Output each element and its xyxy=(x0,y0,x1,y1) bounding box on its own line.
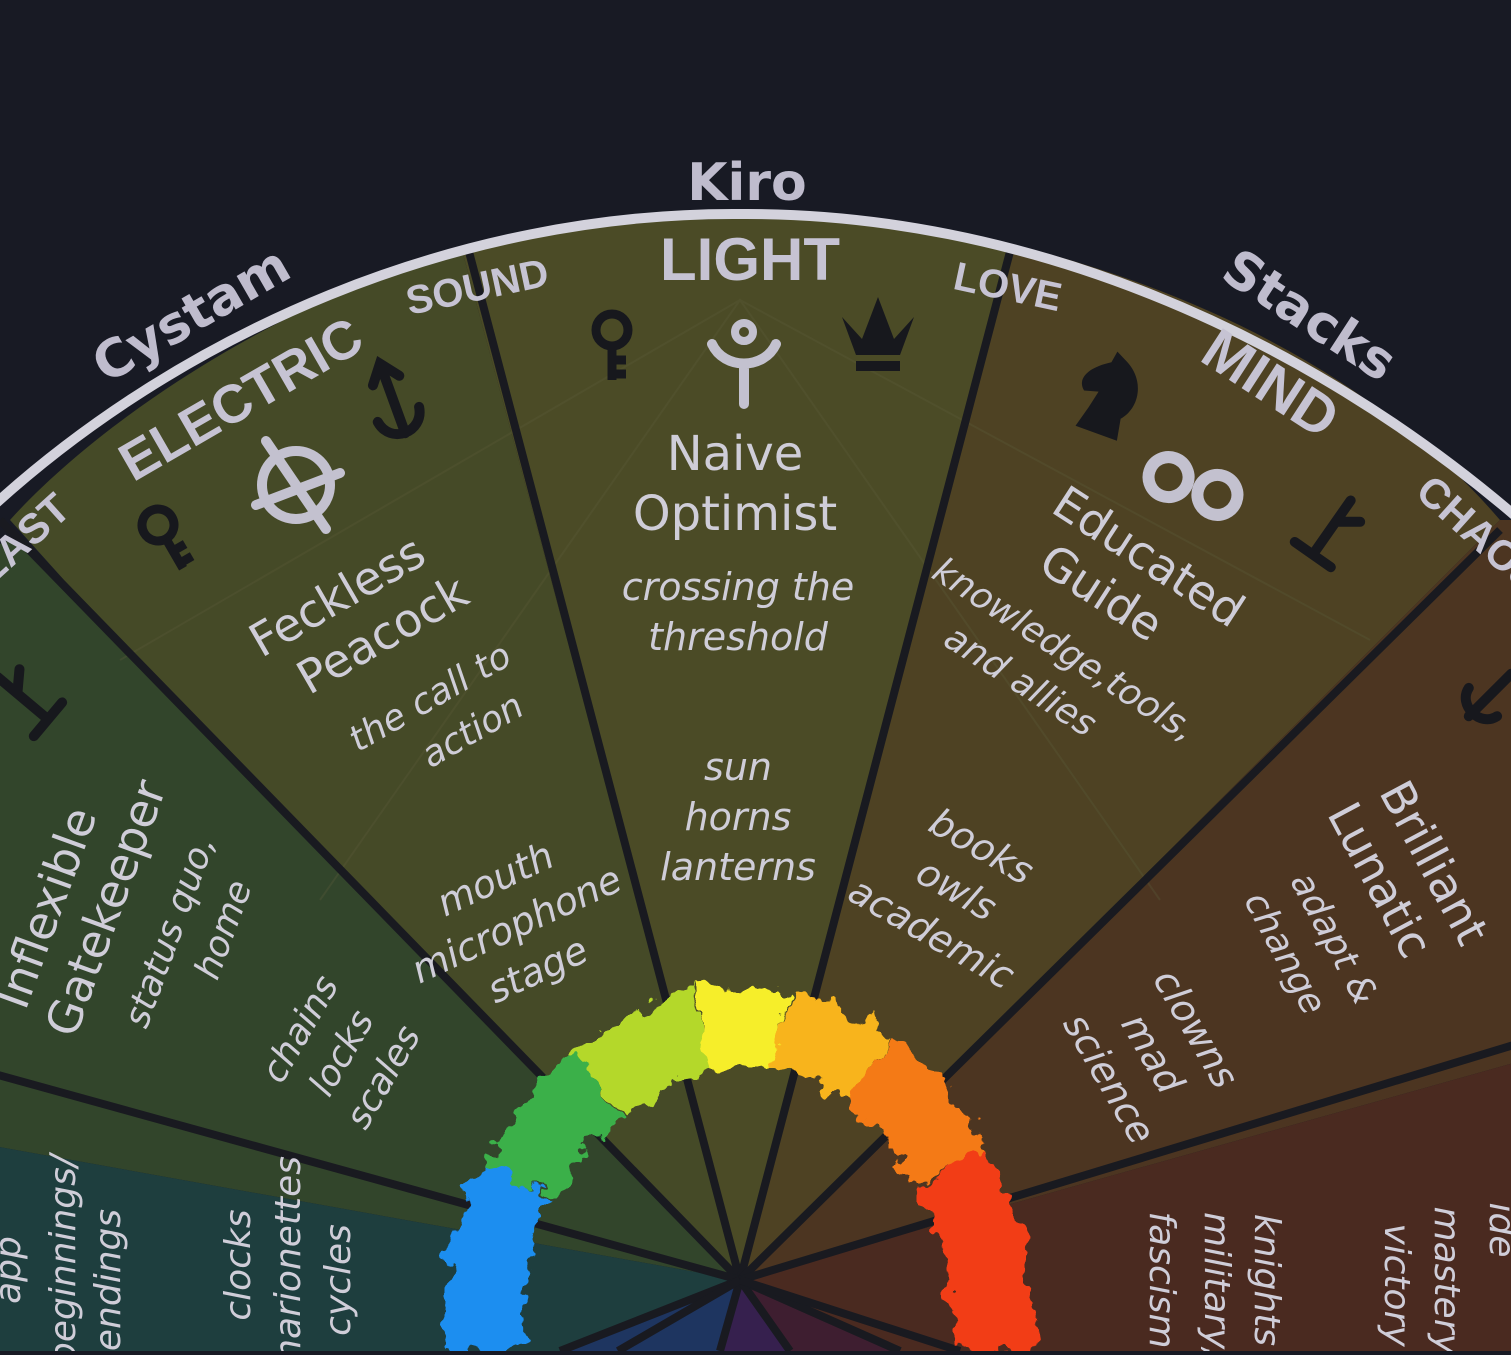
light-text: Naive Optimist crossing the threshold su… xyxy=(622,426,855,889)
anchor-icon xyxy=(367,356,425,440)
key-icon xyxy=(137,504,195,571)
no-entry-icon xyxy=(251,436,345,534)
symbol-3: lanterns xyxy=(660,845,816,889)
key-icon xyxy=(0,664,68,742)
crown-icon xyxy=(842,297,914,371)
symbol-2: horns xyxy=(685,795,792,839)
symbol-2: military, xyxy=(1196,1212,1237,1351)
glasses-icon xyxy=(1142,451,1244,521)
inner-pattern xyxy=(119,298,1371,901)
sector-war xyxy=(740,1063,1511,1355)
symbol-1: clocks xyxy=(218,1209,259,1320)
symbol-2: marionettes xyxy=(268,1156,309,1351)
color-ring xyxy=(444,987,1034,1355)
character-kiro: Kiro xyxy=(687,153,807,213)
theme-line-2: endings xyxy=(88,1209,129,1351)
knight-icon xyxy=(1075,351,1138,441)
symbol-3: cycles xyxy=(318,1224,359,1336)
symbol-1: sun xyxy=(704,745,772,789)
theme-fragment: app xyxy=(0,1236,29,1304)
title-line-2: Optimist xyxy=(633,486,837,542)
anchor-icon xyxy=(1460,668,1511,725)
time-text: app beginnings/ endings clocks marionett… xyxy=(0,1151,359,1355)
sector-time xyxy=(0,1147,740,1355)
theme-line-1: crossing the xyxy=(622,565,855,609)
key-icon xyxy=(591,309,633,380)
wheel-rim xyxy=(0,208,1511,519)
key-icon xyxy=(1289,495,1366,573)
theme-line-1: mastery, xyxy=(1426,1207,1467,1351)
title-line-1: Naive xyxy=(667,426,804,482)
sector-light xyxy=(462,218,1010,1281)
symbol-3: fascism xyxy=(1141,1211,1182,1348)
theme-line-2: threshold xyxy=(648,615,829,659)
sector-dividers xyxy=(0,242,1511,1355)
sector-mind xyxy=(740,244,1500,1280)
theme-line-1: beginnings/ xyxy=(43,1151,84,1351)
element-light: LIGHT xyxy=(660,226,840,293)
theme-line-2: victory xyxy=(1376,1223,1417,1347)
sector-electric xyxy=(10,250,740,1280)
figure-icon xyxy=(707,319,781,409)
symbol-1: knights xyxy=(1246,1214,1287,1346)
war-text: fascism military, knights victory master… xyxy=(1141,1202,1511,1355)
theme-fragment: ide xyxy=(1481,1202,1511,1257)
